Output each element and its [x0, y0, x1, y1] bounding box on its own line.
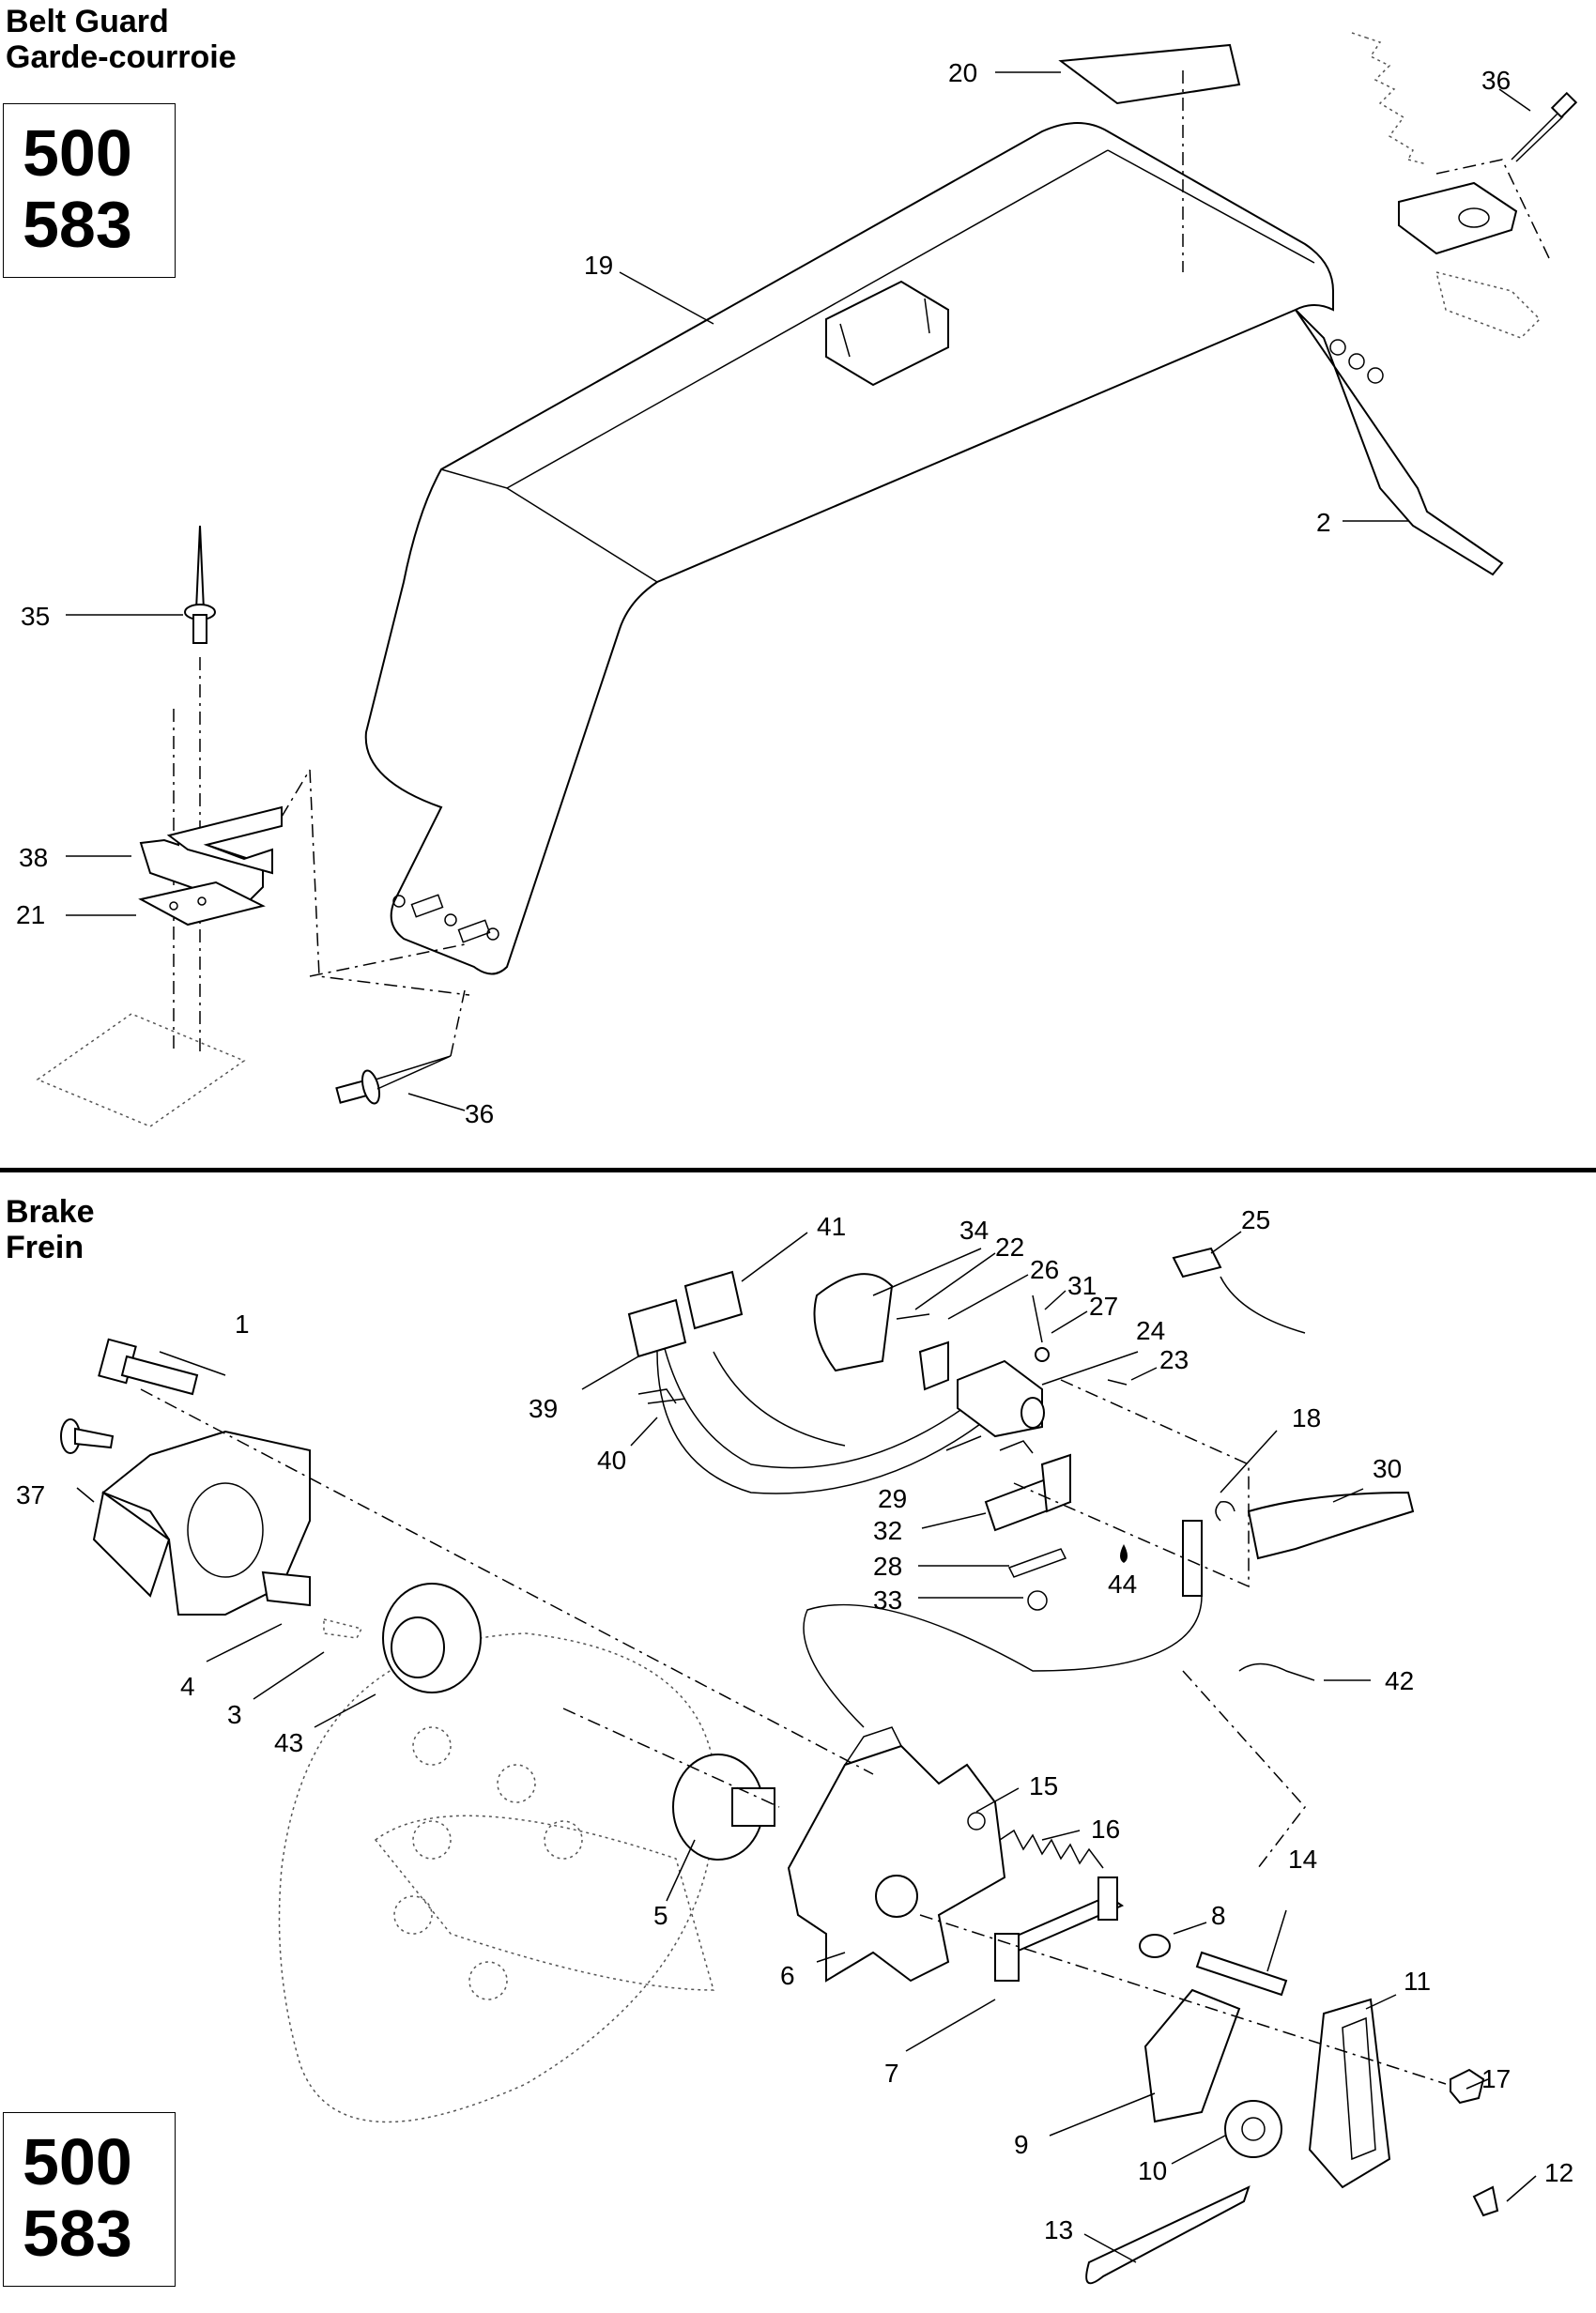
callout-1: 1	[235, 1310, 250, 1339]
callout-31: 31	[1067, 1271, 1097, 1300]
callout-24: 24	[1136, 1316, 1165, 1345]
belt-guard-model-1: 500	[23, 116, 132, 190]
callout-10: 10	[1138, 2156, 1167, 2185]
callout-8: 8	[1211, 1901, 1226, 1930]
callout-33: 33	[873, 1585, 902, 1615]
callout-4: 4	[180, 1672, 195, 1701]
clip-part	[825, 280, 949, 387]
brake-title-en: Brake	[6, 1194, 95, 1230]
screw-part-bottom	[335, 1055, 452, 1105]
callout-6: 6	[780, 1961, 795, 1990]
callout-12: 12	[1544, 2158, 1573, 2187]
brake-drawing	[60, 1247, 1499, 2285]
callout-19: 19	[584, 251, 613, 280]
callout-30: 30	[1373, 1454, 1402, 1483]
belt-guard-model-box: 500 583	[3, 103, 176, 278]
belt-guard-title-en: Belt Guard	[6, 4, 169, 39]
callout-16: 16	[1091, 1815, 1120, 1844]
belt-guard-drawing	[36, 32, 1578, 1127]
belt-guard-model-2: 583	[23, 188, 132, 261]
callout-43: 43	[274, 1728, 303, 1757]
section-divider	[0, 1168, 1596, 1172]
callout-25: 25	[1241, 1205, 1270, 1234]
screw-37	[60, 1418, 115, 1454]
callout-40: 40	[597, 1446, 626, 1475]
fastener-35	[184, 525, 216, 644]
callout-5: 5	[653, 1901, 668, 1930]
pad-5	[672, 1754, 775, 1861]
callout-17: 17	[1481, 2064, 1511, 2093]
bracket-38	[139, 805, 283, 908]
callout-9: 9	[1014, 2130, 1029, 2159]
callout-34: 34	[959, 1216, 989, 1245]
callout-2: 2	[1316, 508, 1331, 537]
callout-20: 20	[948, 58, 977, 87]
belt-guard-callouts: 20 36 19 2 35 38 21 36	[16, 58, 1511, 1128]
brake-callouts: 41 34 22 26 31 25 27 24 23 39 40 18 30 2…	[16, 1205, 1573, 2244]
callout-36-bottom: 36	[465, 1099, 494, 1128]
callout-39: 39	[529, 1394, 558, 1423]
decal-part	[1058, 43, 1241, 105]
belt-guard-title: Belt Guard Garde-courroie	[6, 4, 237, 75]
bushing-43	[382, 1583, 482, 1693]
callout-15: 15	[1029, 1771, 1058, 1800]
screw-part-top	[1511, 91, 1578, 162]
callout-38: 38	[19, 843, 48, 872]
brake-leaders	[76, 1231, 1537, 2263]
callout-27: 27	[1089, 1292, 1118, 1321]
callout-21: 21	[16, 900, 45, 929]
callout-23: 23	[1159, 1345, 1189, 1374]
belt-guard-title-fr: Garde-courroie	[6, 39, 237, 75]
callout-35: 35	[21, 602, 50, 631]
brake-model-1: 500	[23, 2125, 132, 2198]
belt-guard-leaders	[66, 71, 1531, 1111]
callout-44: 44	[1108, 1570, 1137, 1599]
callout-3: 3	[227, 1700, 242, 1729]
callout-26: 26	[1030, 1255, 1059, 1284]
callout-29: 29	[878, 1484, 907, 1513]
callout-36-top: 36	[1481, 66, 1511, 95]
callout-42: 42	[1385, 1666, 1414, 1695]
callout-11: 11	[1404, 1967, 1431, 1996]
callout-18: 18	[1292, 1403, 1321, 1432]
callout-14: 14	[1288, 1845, 1317, 1874]
brake-title: Brake Frein	[6, 1194, 95, 1265]
callout-7: 7	[884, 2059, 899, 2088]
callout-28: 28	[873, 1552, 902, 1581]
bolt-1	[98, 1338, 199, 1396]
callout-41: 41	[817, 1212, 846, 1241]
brake-model-box: 500 583	[3, 2112, 176, 2287]
callout-37: 37	[16, 1480, 45, 1509]
plate-21	[138, 881, 266, 927]
brake-model-2: 583	[23, 2197, 132, 2270]
brake-title-fr: Frein	[6, 1230, 84, 1265]
callout-22: 22	[995, 1233, 1024, 1262]
callout-32: 32	[873, 1516, 902, 1545]
callout-13: 13	[1044, 2215, 1073, 2244]
